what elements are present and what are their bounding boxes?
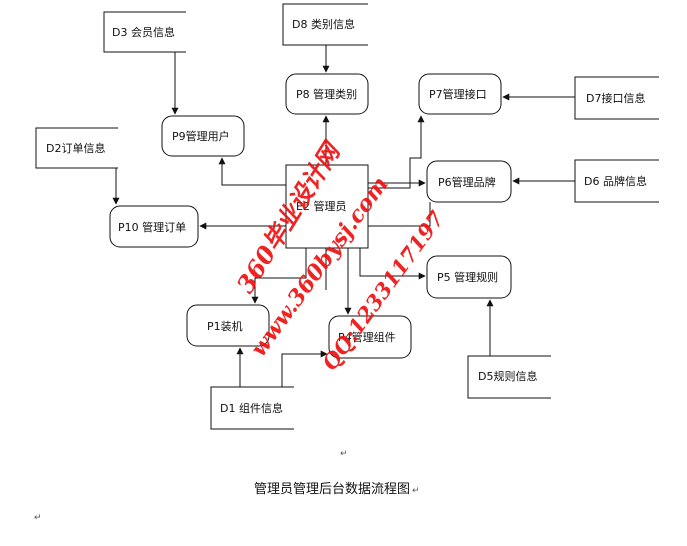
flow-e2-p7 <box>368 115 425 189</box>
process-p1-label: P1装机 <box>207 319 243 333</box>
entity-e2-label: E2 管理员 <box>296 199 346 213</box>
store-d6-label: D6 品牌信息 <box>584 174 647 188</box>
entity-e2: E2 管理员 <box>285 164 369 249</box>
flow-e2-p9 <box>218 157 286 186</box>
store-d1: D1 组件信息 <box>210 386 294 430</box>
caption-group: 管理员管理后台数据流程图 ↵ <box>254 482 420 497</box>
process-p6-label: P6管理品牌 <box>438 175 496 189</box>
process-p6: P6管理品牌 <box>426 160 512 203</box>
process-p5: P5 管理规则 <box>426 255 512 299</box>
flows <box>112 45 575 387</box>
process-p8: P8 管理类别 <box>285 73 369 115</box>
flow-e2-p1 <box>251 248 307 304</box>
store-d3: D3 会员信息 <box>103 11 186 53</box>
process-p10: P10 管理订单 <box>109 205 199 248</box>
flow-e2-p6-lower <box>368 202 431 227</box>
process-p9-label: P9管理用户 <box>172 129 230 143</box>
flow-e2-p5 <box>359 248 426 280</box>
process-p7-label: P7管理接口 <box>429 87 487 101</box>
store-d5: D5规则信息 <box>467 355 551 399</box>
return-mark-3: ↵ <box>34 513 42 523</box>
store-d6: D6 品牌信息 <box>574 159 659 203</box>
store-d8: D8 类别信息 <box>282 3 368 46</box>
store-d3-label: D3 会员信息 <box>112 25 175 39</box>
return-mark-2: ↵ <box>412 486 420 496</box>
process-p4-label: P4管理组件 <box>338 330 396 344</box>
process-p5-label: P5 管理规则 <box>437 270 498 284</box>
store-d7-label: D7接口信息 <box>586 91 645 105</box>
process-p4: P4管理组件 <box>328 315 412 359</box>
process-p1: P1装机 <box>186 304 270 347</box>
process-p10-label: P10 管理订单 <box>118 220 186 234</box>
store-d7: D7接口信息 <box>574 76 659 120</box>
process-p7: P7管理接口 <box>418 73 502 115</box>
store-d2-label: D2订单信息 <box>46 141 105 155</box>
return-mark-1: ↵ <box>340 449 348 459</box>
store-d5-label: D5规则信息 <box>478 369 537 383</box>
store-d2: D2订单信息 <box>35 127 118 169</box>
store-d1-label: D1 组件信息 <box>220 401 283 415</box>
flow-d1-p4 <box>281 350 328 387</box>
diagram-caption: 管理员管理后台数据流程图 <box>254 482 410 497</box>
store-d8-label: D8 类别信息 <box>292 17 355 31</box>
process-p8-label: P8 管理类别 <box>296 87 357 101</box>
process-p9: P9管理用户 <box>161 115 245 157</box>
